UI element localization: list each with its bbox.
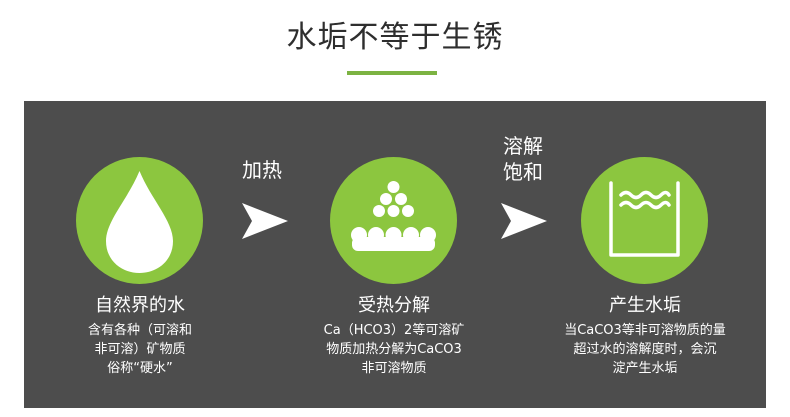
container-scale-icon <box>609 181 680 257</box>
step-description: 当CaCO3等非可溶物质的量 超过水的溶解度时，会沉 淀产生水垢 <box>525 321 765 378</box>
step-description: 含有各种（可溶和 非可溶）矿物质 俗称“硬水” <box>20 321 260 378</box>
description-line: 当CaCO3等非可溶物质的量 <box>564 323 726 338</box>
arrow-label-line2: 饱和 <box>503 160 543 184</box>
arrow-right-icon <box>242 203 288 239</box>
description-line: 非可溶物质 <box>361 361 427 376</box>
minerals-heap-icon <box>351 181 436 251</box>
step-title: 产生水垢 <box>609 295 681 316</box>
description-line: 物质加热分解为CaCO3 <box>326 342 462 357</box>
page-title: 水垢不等于生锈 <box>286 20 504 55</box>
step-title: 自然界的水 <box>95 295 185 316</box>
arrow-label-heating: 加热 <box>242 158 282 182</box>
arrow-label-saturation: 溶解 饱和 <box>493 133 553 185</box>
water-drop-icon <box>106 171 173 273</box>
description-line: 超过水的溶解度时，会沉 <box>573 342 717 357</box>
description-line: 淀产生水垢 <box>612 361 678 376</box>
arrow-label-line1: 溶解 <box>503 134 543 158</box>
description-line: Ca（HCO3）2等可溶矿 <box>323 323 465 338</box>
process-panel: 加热 溶解 饱和 <box>24 101 766 408</box>
description-line: 俗称“硬水” <box>107 361 173 376</box>
step-description: Ca（HCO3）2等可溶矿 物质加热分解为CaCO3 非可溶物质 <box>274 321 514 378</box>
title-underline <box>347 71 437 75</box>
step-circle-scale <box>581 157 708 284</box>
step-circle-natural-water <box>76 157 203 284</box>
step-title: 受热分解 <box>358 295 430 316</box>
arrow-right-icon <box>501 203 547 239</box>
description-line: 含有各种（可溶和 <box>87 323 192 338</box>
step-circle-decomposition <box>330 157 457 284</box>
description-line: 非可溶）矿物质 <box>94 342 186 357</box>
